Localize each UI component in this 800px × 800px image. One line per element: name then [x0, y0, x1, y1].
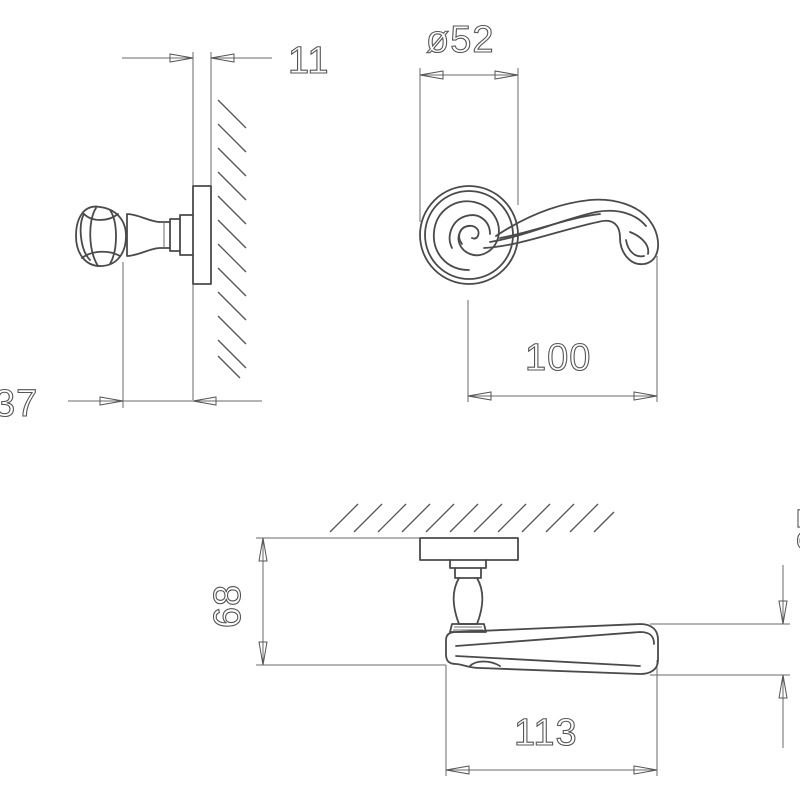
dim-lever-length-top: 113 — [445, 711, 658, 775]
top-view: 68 28 113 — [206, 503, 800, 776]
dim-label-68: 68 — [207, 584, 249, 628]
side-wall-hatch — [217, 99, 247, 379]
dim-lever-length-front: 100 — [467, 336, 658, 401]
dim-label-100: 100 — [525, 337, 591, 379]
rose-plate-side — [192, 185, 212, 285]
rose-plate-top — [419, 537, 519, 561]
dim-rose-thickness: 11 — [122, 39, 329, 83]
dim-label-52: ø52 — [426, 19, 494, 61]
dim-lever-width: 28 — [778, 507, 800, 748]
front-view: ø52 100 — [419, 18, 659, 402]
scroll-spiral — [433, 200, 500, 271]
lever-end-side — [75, 205, 127, 267]
top-wall-hatch — [329, 503, 615, 533]
dim-label-37: 37 — [0, 383, 38, 425]
lever-arm-top — [445, 623, 659, 675]
dim-projection-top: 68 — [206, 537, 268, 666]
lever-arm-front — [483, 198, 659, 265]
side-view: 11 37 — [0, 39, 329, 426]
dim-label-113: 113 — [514, 712, 578, 754]
dim-projection-side: 37 — [0, 382, 262, 426]
dim-label-11: 11 — [288, 40, 329, 82]
dim-rose-diameter: ø52 — [419, 18, 519, 80]
dim-label-28: 28 — [789, 508, 800, 552]
